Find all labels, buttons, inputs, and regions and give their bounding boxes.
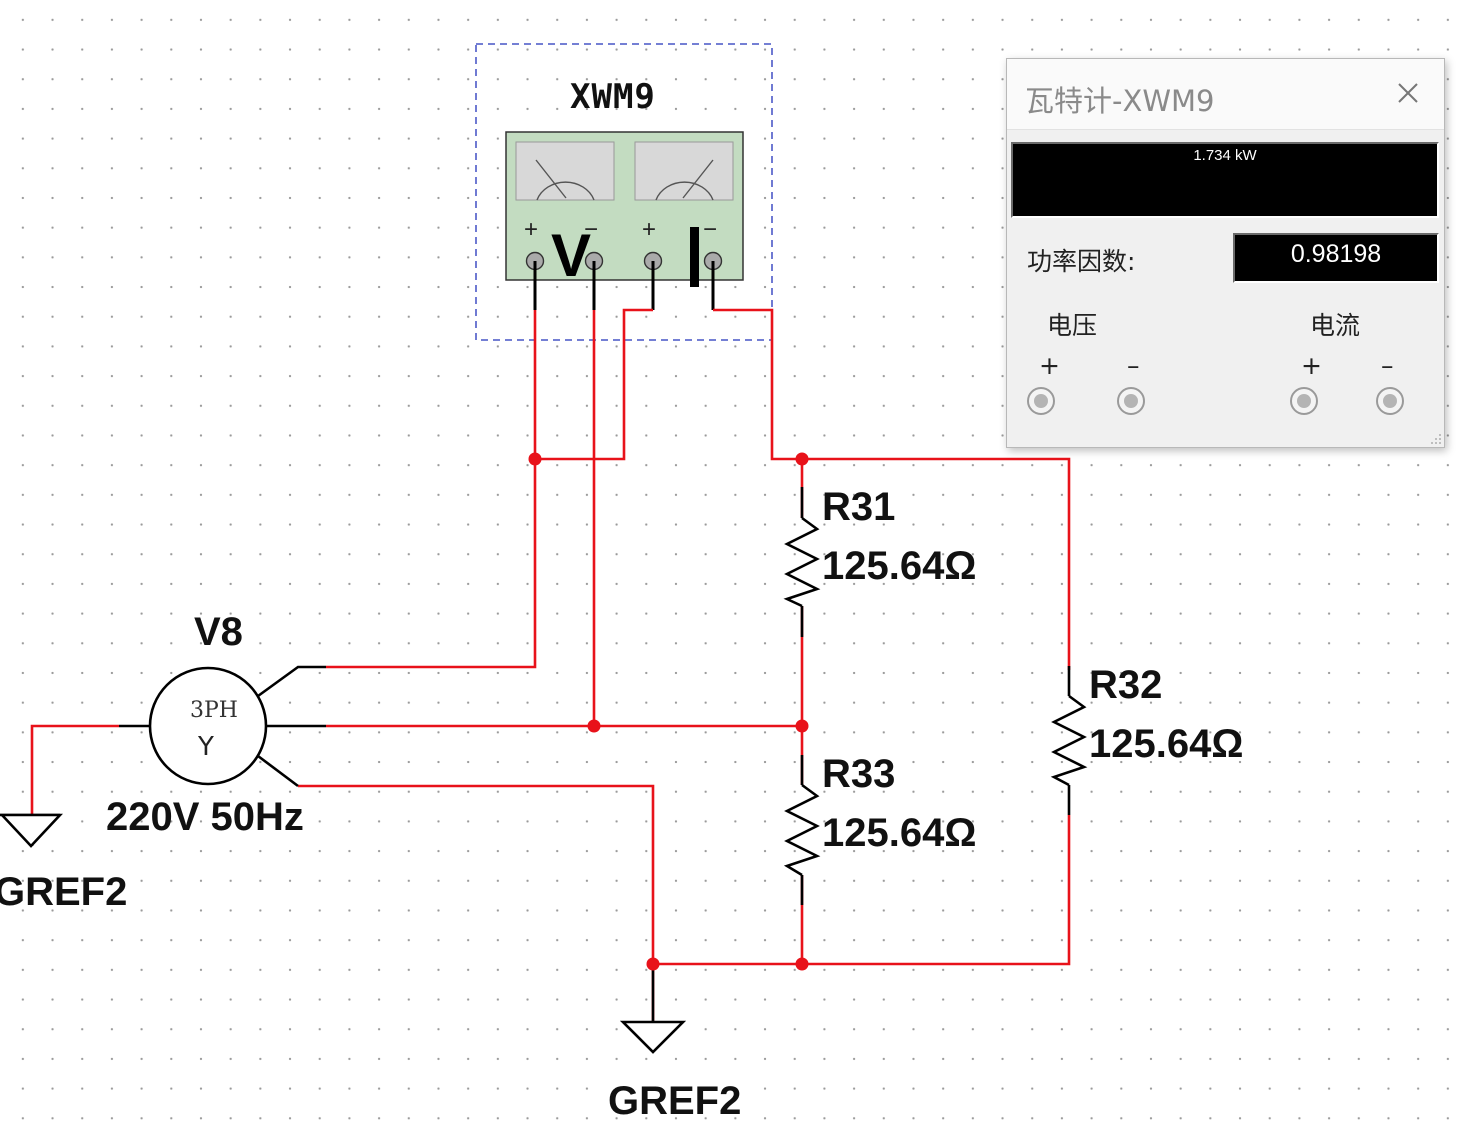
wattmeter-window[interactable]: 瓦特计-XWM9 1.734 kW 功率因数: 0.98198 电压 电流 + … (1006, 58, 1445, 448)
wattmeter-designator: XWM9 (570, 77, 656, 117)
junctions (528, 452, 809, 971)
junction (795, 452, 809, 466)
wire-v-plus (326, 310, 537, 669)
ground-symbol-bottom[interactable] (619, 964, 687, 1054)
meter-plus-i: + (642, 216, 657, 243)
wires[interactable] (30, 308, 1071, 1022)
voltage-group-label: 电压 (1047, 311, 1098, 340)
current-plus-sign: + (1301, 351, 1322, 380)
current-minus-terminal[interactable] (1376, 387, 1404, 415)
meter-minus-i: − (703, 216, 718, 243)
resistor-r33-designator: R33 (822, 752, 896, 796)
voltmeter-needle (535, 159, 567, 199)
wire-i-minus (713, 308, 1071, 670)
power-factor-display: 0.98198 (1233, 233, 1439, 283)
resistor-r31-designator: R31 (822, 485, 896, 529)
source-designator: V8 (194, 610, 243, 654)
wire-r32-bottom (653, 815, 1071, 966)
junction (795, 957, 809, 971)
voltage-minus-sign: – (1127, 351, 1140, 380)
ground-symbol-left[interactable] (0, 813, 63, 848)
voltmeter-window (515, 141, 615, 201)
junction (528, 452, 542, 466)
ammeter-dial-arc (655, 181, 714, 201)
ammeter-window (634, 141, 734, 201)
power-factor-label: 功率因数: (1027, 247, 1136, 276)
resistor-r33[interactable] (783, 783, 821, 877)
resistor-r31-value: 125.64Ω (822, 544, 977, 588)
close-icon[interactable] (1390, 75, 1426, 111)
voltage-plus-sign: + (1039, 351, 1060, 380)
ammeter-needle (682, 159, 714, 199)
current-symbol (690, 227, 699, 287)
ground-label-bottom: GREF2 (608, 1079, 742, 1123)
window-title: 瓦特计-XWM9 (1025, 84, 1215, 118)
voltage-plus-terminal[interactable] (1027, 387, 1055, 415)
resistor-r33-value: 125.64Ω (822, 811, 977, 855)
window-titlebar[interactable]: 瓦特计-XWM9 (1007, 59, 1444, 130)
current-group-label: 电流 (1310, 311, 1361, 340)
meter-lead-stubs (533, 261, 715, 310)
ground-label-left: GREF2 (0, 870, 128, 914)
power-factor-value: 0.98198 (1290, 240, 1382, 268)
junction (587, 719, 601, 733)
wire-i-plus (535, 308, 653, 461)
resistor-r31[interactable] (783, 516, 821, 608)
voltage-symbol: V (551, 222, 592, 289)
meter-minus-v: − (584, 216, 599, 243)
junction (646, 957, 660, 971)
voltmeter-dial-arc (536, 181, 595, 201)
source-leads (119, 665, 326, 788)
source-connection-symbol: Y (198, 732, 214, 762)
junction (795, 719, 809, 733)
current-minus-sign: – (1381, 351, 1394, 380)
wire-phase-c (298, 784, 655, 1022)
three-phase-source[interactable] (148, 666, 268, 786)
source-rating: 220V 50Hz (106, 795, 304, 839)
power-reading: 1.734 kW (1193, 147, 1257, 164)
resistor-r32-value: 125.64Ω (1089, 722, 1244, 766)
voltage-minus-terminal[interactable] (1117, 387, 1145, 415)
resistor-r32-designator: R32 (1089, 663, 1163, 707)
wattmeter-selection-box[interactable] (475, 43, 773, 341)
meter-plus-v: + (524, 216, 539, 243)
resistor-r32[interactable] (1050, 694, 1088, 787)
wire-ground-left (30, 724, 119, 815)
resistor-lead-stubs (800, 487, 1071, 905)
current-plus-terminal[interactable] (1290, 387, 1318, 415)
power-readout-display: 1.734 kW (1011, 142, 1439, 218)
resize-grip-icon[interactable] (1431, 434, 1441, 444)
source-type-label: 3PH (190, 698, 238, 723)
